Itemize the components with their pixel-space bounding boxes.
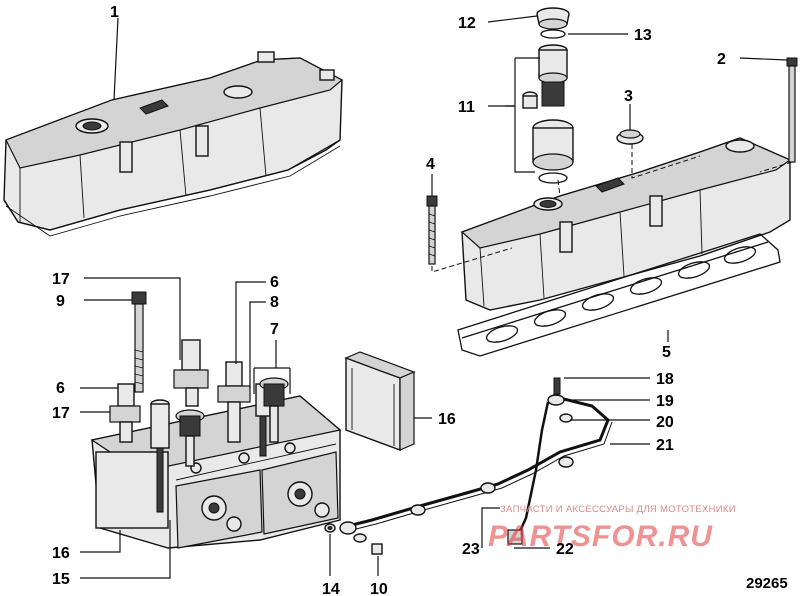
leader-17a xyxy=(84,277,181,360)
valve-cover-left xyxy=(3,51,344,237)
callout-16b: 16 xyxy=(438,411,456,428)
callout-4: 4 xyxy=(426,156,435,173)
callout-7: 7 xyxy=(270,321,279,338)
callout-3: 3 xyxy=(624,88,633,105)
callout-21: 21 xyxy=(656,437,674,454)
callout-6a: 6 xyxy=(56,380,65,397)
dash-4 xyxy=(431,247,513,273)
leader-2 xyxy=(739,57,788,61)
leader-8 xyxy=(249,301,266,388)
valve-spring-group-left xyxy=(150,399,205,513)
callout-8: 8 xyxy=(270,294,279,311)
dash-11 xyxy=(557,179,561,197)
o-ring-13 xyxy=(540,29,566,39)
bolt-4 xyxy=(426,195,438,265)
cover-plate-16 xyxy=(344,351,416,452)
callout-17b: 17 xyxy=(52,405,70,422)
callout-5: 5 xyxy=(662,344,671,361)
callout-14: 14 xyxy=(322,581,340,596)
leader-6b xyxy=(235,281,266,364)
callout-15: 15 xyxy=(52,571,70,588)
callout-23: 23 xyxy=(462,541,480,558)
leader-16a xyxy=(80,530,121,553)
watermark-tagline: ЗАПЧАСТИ И АКСЕССУАРЫ ДЛЯ МОТОТЕХНИКИ xyxy=(500,504,736,515)
callout-22: 22 xyxy=(556,541,574,558)
leader-23 xyxy=(481,507,500,548)
valve-cover-gasket xyxy=(457,233,781,357)
callout-10: 10 xyxy=(370,581,388,596)
leader-1 xyxy=(113,17,119,101)
dash-3 xyxy=(631,144,701,179)
callout-11: 11 xyxy=(458,99,475,116)
callout-1: 1 xyxy=(110,4,119,21)
valve-cover-right xyxy=(460,137,792,311)
reference-number: 29265 xyxy=(746,575,788,592)
leader-12 xyxy=(487,15,538,23)
callout-17a: 17 xyxy=(52,271,70,288)
callout-13: 13 xyxy=(634,27,652,44)
oil-filler-cap xyxy=(536,7,570,30)
oil-line-assembly xyxy=(339,377,613,545)
bolt-10 xyxy=(353,533,383,555)
grommet-3 xyxy=(616,129,644,145)
valve-spring-group-7 xyxy=(259,377,289,443)
callout-6b: 6 xyxy=(270,274,279,291)
callout-18: 18 xyxy=(656,371,674,388)
leader-15 xyxy=(80,520,171,579)
callout-16a: 16 xyxy=(52,545,70,562)
washer-14 xyxy=(324,523,336,533)
bracket-7 xyxy=(253,367,291,394)
watermark-logo: PARTSFOR.RU xyxy=(488,520,713,553)
camshaft-bearing-cap-6b xyxy=(217,361,251,443)
dash-2 xyxy=(759,161,793,173)
callout-20: 20 xyxy=(656,414,674,431)
callout-12: 12 xyxy=(458,15,476,32)
callout-9: 9 xyxy=(56,293,65,310)
head-bolt-9 xyxy=(131,291,147,393)
camshaft-bearing-cap-6a xyxy=(109,383,141,443)
camshaft-bearing-cap-17a xyxy=(173,339,209,407)
callout-2: 2 xyxy=(717,51,726,68)
bolt-2 xyxy=(786,57,798,163)
filler-neck-assembly xyxy=(522,44,574,184)
callout-19: 19 xyxy=(656,393,674,410)
